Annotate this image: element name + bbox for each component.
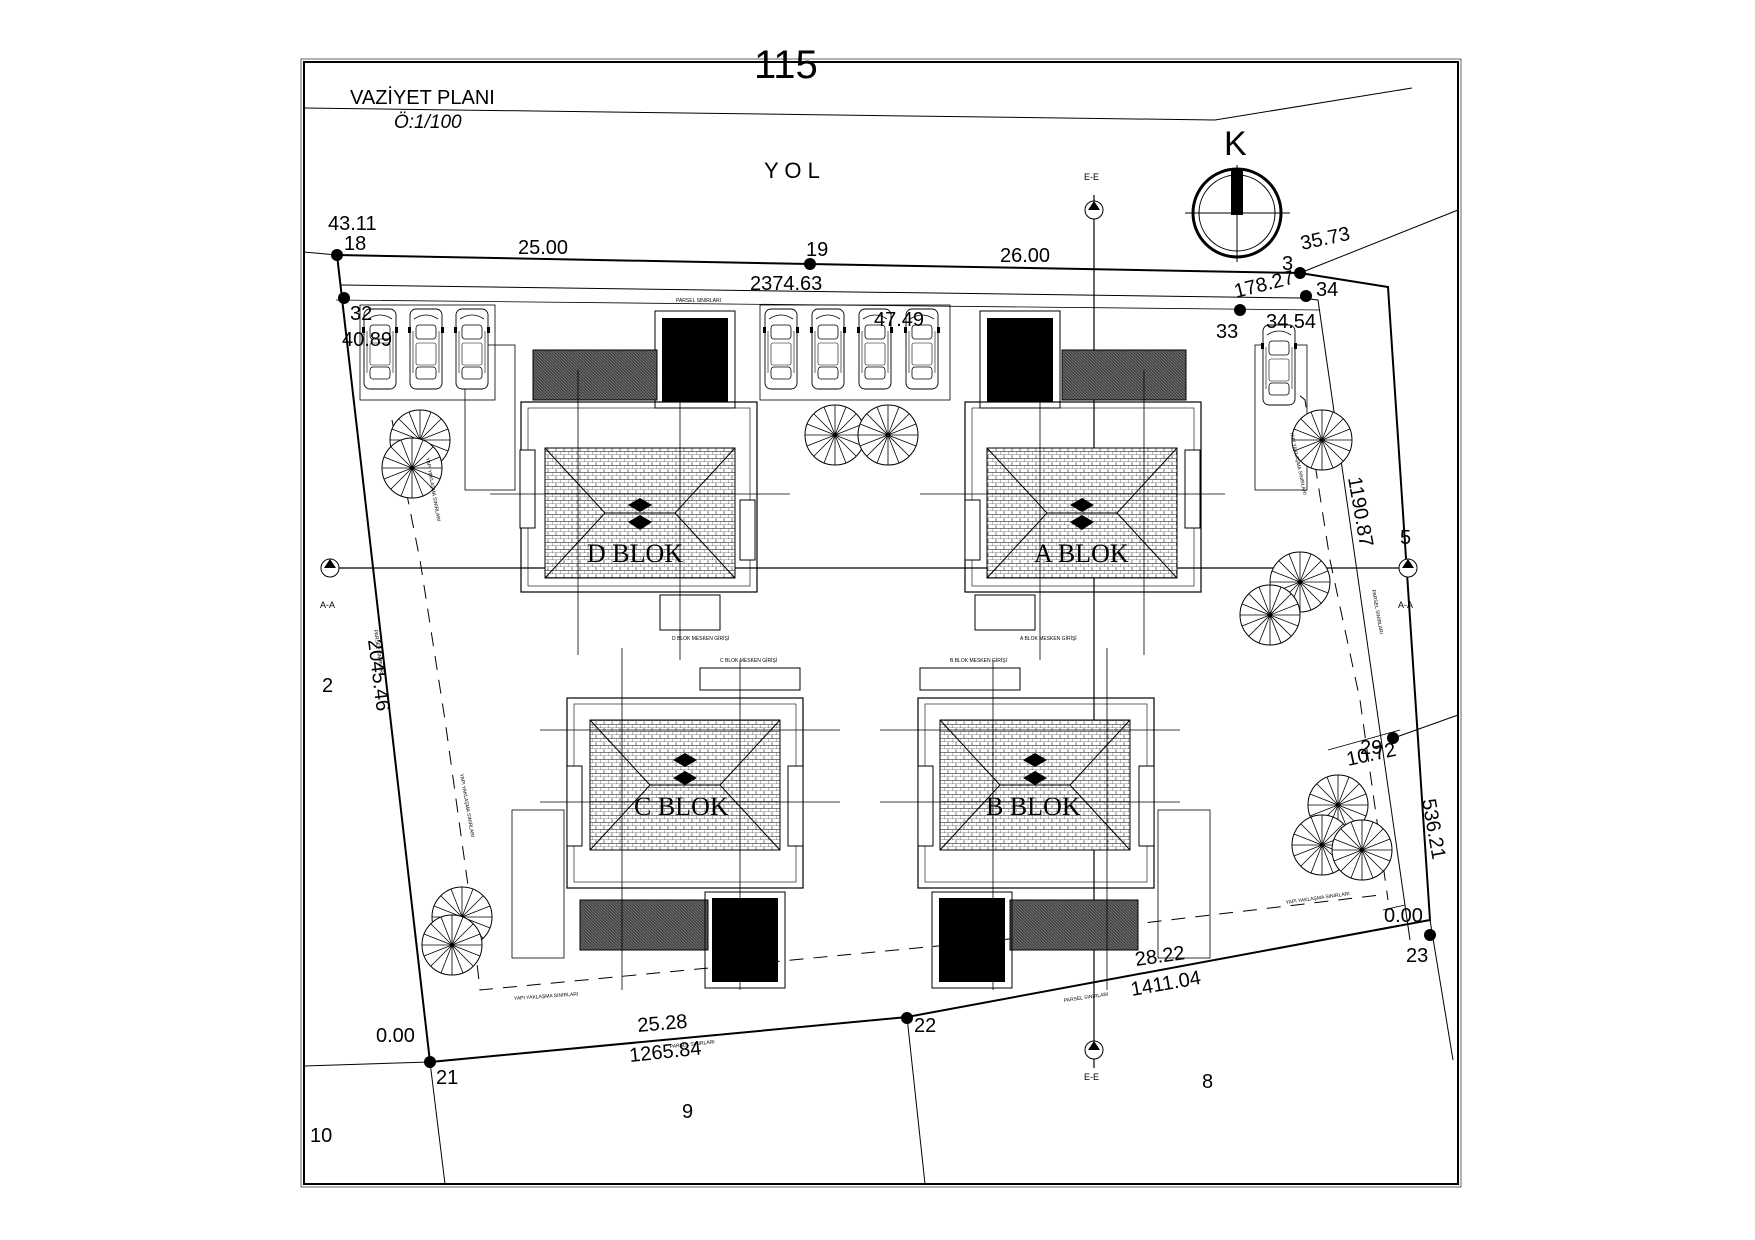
section-marker-a-left	[320, 558, 340, 578]
dim-43-11: 43.11	[328, 213, 377, 235]
yapi-label-left: YAPI YAKLAŞMA SINIRLARI	[458, 773, 475, 838]
parcel-boundary	[336, 254, 1432, 1064]
parcel-points	[331, 249, 1436, 1068]
point-33: 33	[1216, 321, 1238, 343]
yapi-label-bottom-right: YAPI YAKLAŞMA SINIRLARI	[1285, 891, 1350, 906]
dim-26-00: 26.00	[1000, 245, 1050, 267]
parcel-5: 5	[1400, 527, 1411, 549]
dim-0-00-right: 0.00	[1384, 905, 1423, 927]
block-a-label: A BLOK	[1034, 539, 1129, 568]
yapi-label-bottom: YAPI YAKLAŞMA SINIRLARI	[514, 992, 579, 1002]
parcel-2: 2	[322, 675, 333, 697]
dim-1411-04: 1411.04	[1129, 967, 1203, 1001]
point-34: 34	[1316, 279, 1338, 301]
block-a	[964, 310, 1202, 631]
dim-34-54: 34.54	[1266, 311, 1316, 333]
dim-40-89: 40.89	[342, 329, 392, 351]
dim-25-28: 25.28	[637, 1011, 689, 1037]
parsel-label-bottom-left: PARSEL SINIRLARI	[670, 1039, 715, 1050]
plan-title: VAZİYET PLANI	[350, 86, 495, 109]
parsel-label-right: PARSEL SINIRLARI	[1370, 589, 1384, 634]
section-e-bottom-label: E-E	[1084, 1072, 1099, 1082]
block-c	[566, 667, 804, 989]
point-29: 29	[1360, 737, 1382, 759]
dim-25-00: 25.00	[518, 237, 568, 259]
section-marker-e-top	[1084, 200, 1104, 220]
plan-scale: Ö:1/100	[394, 112, 462, 133]
point-32: 32	[350, 303, 372, 325]
point-21: 21	[436, 1067, 458, 1089]
point-23: 23	[1406, 945, 1428, 967]
block-c-label: C BLOK	[634, 792, 729, 821]
top-parcel-number: 115	[754, 43, 818, 87]
north-label: K	[1224, 125, 1247, 163]
point-18: 18	[344, 233, 366, 255]
section-marker-a-right	[1398, 558, 1418, 578]
parsel-label-top: PARSEL SINIRLARI	[676, 298, 721, 304]
point-3: 3	[1282, 253, 1293, 275]
block-d	[519, 310, 758, 631]
parsel-label-bottom: PARSEL SINIRLARI	[1063, 992, 1108, 1004]
section-e-top-label: E-E	[1084, 172, 1099, 182]
parcel-9: 9	[682, 1101, 693, 1123]
dim-2374-63: 2374.63	[750, 273, 822, 295]
b-block-entrance-label: B BLOK MESKEN GİRİŞİ	[950, 657, 1007, 664]
section-a-left-label: A-A	[320, 600, 335, 610]
d-block-entrance-label: D BLOK MESKEN GİRİŞİ	[672, 635, 729, 642]
dim-10-72: 10.72	[1344, 739, 1398, 771]
section-marker-e-bottom	[1084, 1040, 1104, 1060]
dim-35-73: 35.73	[1298, 223, 1352, 255]
road-edge-line	[303, 107, 1216, 121]
section-a-right-label: A-A	[1398, 600, 1413, 610]
dim-536-21: 536.21	[1417, 797, 1449, 861]
dim-0-00-left: 0.00	[376, 1025, 415, 1047]
parcel-10: 10	[310, 1125, 332, 1147]
block-b	[917, 667, 1155, 989]
parcel-8: 8	[1202, 1071, 1213, 1093]
point-19: 19	[806, 239, 828, 261]
point-22: 22	[914, 1015, 936, 1037]
dim-47-49: 47.49	[874, 309, 924, 331]
road-label: Y O L	[764, 158, 820, 183]
a-block-entrance-label: A BLOK MESKEN GİRİŞİ	[1020, 635, 1077, 642]
sheet-frame	[303, 61, 1459, 1185]
block-d-label: D BLOK	[587, 539, 683, 568]
block-b-label: B BLOK	[986, 792, 1081, 821]
north-arrow-icon	[1185, 165, 1290, 262]
c-block-entrance-label: C BLOK MESKEN GİRİŞİ	[720, 657, 777, 664]
